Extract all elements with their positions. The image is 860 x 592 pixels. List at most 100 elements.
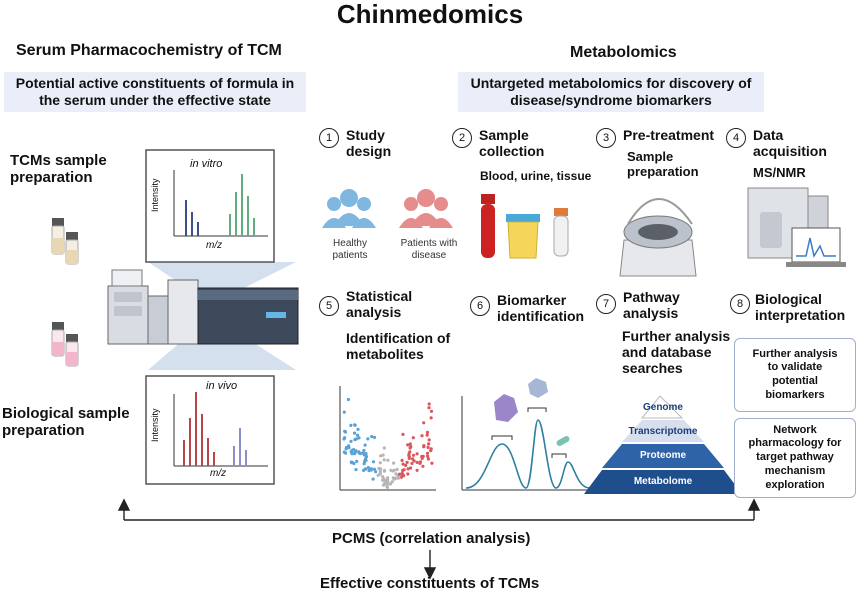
blood-tube-icon [481,194,495,258]
volcano-dot [374,470,378,474]
volcano-dot [395,467,399,472]
volcano-dot [350,460,354,464]
left-heading: Serum Pharmacochemistry of TCM [16,42,282,59]
volcano-dot [372,435,377,439]
step-5-label: Statistical analysis [346,288,413,321]
disease-patients-label: Patients with disease [400,238,458,261]
volcano-dot [370,435,374,439]
volcano-dot [420,456,424,460]
pyramid-genome: Genome [642,402,683,413]
volcano-dot [426,454,430,458]
volcano-dot [353,431,357,435]
volcano-dot [427,406,431,410]
volcano-dot [427,442,431,446]
left-subtitle-box: Potential active constituents of formula… [4,72,306,112]
volcano-dot [362,448,366,453]
volcano-dot [415,468,419,472]
volcano-dot [429,447,433,451]
volcano-dot [392,477,396,481]
centrifuge-icon [619,198,697,277]
volcano-dot [383,481,387,486]
volcano-dot [415,460,419,464]
step-3-label: Pre-treatment [623,127,715,143]
step-6-label: Biomarker identification [497,292,585,325]
volcano-dot [420,434,424,438]
effective-constituents-label: Effective constituents of TCMs [320,575,540,592]
volcano-dot [379,454,383,458]
step-3-number: 3 [596,128,616,148]
volcano-dot [409,466,413,470]
volcano-dot [392,468,396,472]
volcano-dot [357,436,361,440]
volcano-dot [426,445,430,449]
volcano-dot [372,467,376,471]
step-1-number: 1 [319,128,339,148]
volcano-dot [429,416,433,420]
volcano-dot [378,469,382,473]
step-2-number: 2 [452,128,472,148]
volcano-dot [377,466,381,471]
volcano-dot [343,430,348,434]
volcano-dot [344,451,348,455]
volcano-dot [425,451,430,455]
step-7-number: 7 [596,294,616,314]
volcano-dot [364,467,368,471]
volcano-dot [355,459,359,463]
volcano-dot [396,476,400,480]
volcano-dot [344,445,349,450]
further-db-label: Further analysis and database searches [622,328,731,377]
volcano-dot [411,436,415,440]
volcano-dots [342,397,434,489]
disease-patients-icon [399,189,453,228]
right-subtitle-box: Untargeted metabolomics for discovery of… [458,72,764,112]
volcano-dot [425,433,429,437]
volcano-dot [422,421,426,425]
sample-prep-label: Sample preparation [627,149,699,179]
volcano-dot [349,423,353,427]
volcano-dot [422,444,426,448]
bio-sample-label: Biological sample preparation [2,405,130,440]
volcano-dot [401,468,405,473]
volcano-dot [350,452,354,456]
volcano-dot [388,482,392,486]
volcano-dot [402,474,406,478]
volcano-dot [405,460,409,464]
volcano-dot [366,437,370,441]
in-vivo-red-peaks [183,392,215,466]
volcano-dot [401,462,405,466]
volcano-dot [353,423,357,427]
pyramid-metabolome: Metabolome [633,476,693,487]
tcm-sample-label: TCMs sample preparation [10,152,107,187]
volcano-dot [418,460,423,464]
volcano-dot [367,469,371,473]
omics-pyramid [584,395,742,494]
bio-vial-icon [51,322,79,367]
in-vitro-blue-peaks [185,200,199,236]
volcano-dot [410,461,414,465]
ms-nmr-label: MS/NMR [753,165,806,180]
volcano-dot [426,457,430,461]
in-vitro-label: in vitro [190,158,223,170]
volcano-dot [342,410,346,414]
volcano-dot [392,461,396,465]
volcano-dot [389,468,393,472]
volcano-dot [350,448,354,452]
volcano-dot [404,463,408,467]
feedback-loop [117,498,761,580]
volcano-dot [406,443,410,447]
volcano-dot [363,443,367,447]
volcano-dot [362,462,366,466]
volcano-dot [429,409,434,413]
urine-cup-icon [506,214,540,259]
main-title: Chinmedomics [336,0,524,29]
right-heading: Metabolomics [570,44,677,61]
step-7-label: Pathway analysis [623,289,680,322]
volcano-dot [407,455,411,459]
volcano-dot [371,460,376,464]
volcano-dot [415,452,419,456]
in-vitro-green-peaks [229,174,255,236]
volcano-dot [386,480,390,484]
tissue-tube-icon [553,208,569,257]
volcano-plot [339,386,436,491]
